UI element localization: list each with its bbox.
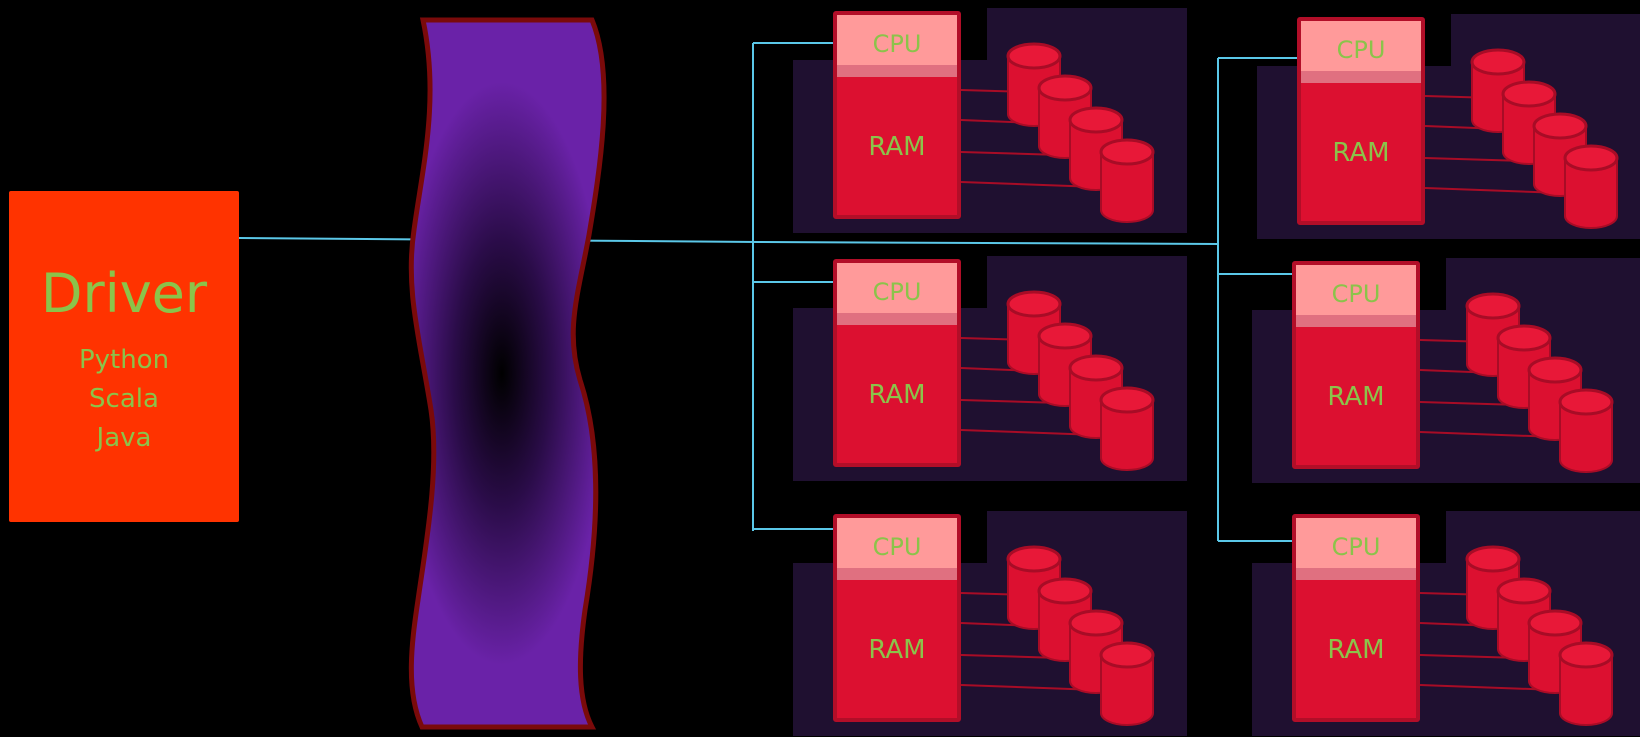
ram-label: RAM xyxy=(868,132,926,162)
compute-chip: CPU RAM xyxy=(1297,17,1425,225)
cpu-divider xyxy=(1296,568,1416,580)
compute-chip: CPU RAM xyxy=(833,514,961,722)
cpu-label: CPU xyxy=(837,15,957,67)
cpu-label: CPU xyxy=(1296,265,1416,317)
cpu-label: CPU xyxy=(1301,21,1421,73)
cpu-divider xyxy=(837,65,957,77)
worker-node-2: CPU RAM xyxy=(1257,14,1640,239)
driver-language-python: Python xyxy=(78,345,170,375)
driver-languages: Python Scala Java xyxy=(9,341,239,458)
ram-label: RAM xyxy=(868,380,926,410)
compute-chip: CPU RAM xyxy=(1292,514,1420,722)
disk-icon xyxy=(1558,641,1614,726)
worker-node-1: CPU RAM xyxy=(793,8,1188,233)
disk-icon xyxy=(1099,641,1155,726)
cpu-divider xyxy=(1301,71,1421,83)
connector-line xyxy=(757,241,1219,245)
disk-stack xyxy=(1419,292,1614,473)
disk-icon xyxy=(1563,144,1619,229)
compute-chip: CPU RAM xyxy=(833,259,961,467)
ram-label: RAM xyxy=(1332,138,1390,168)
disk-stack xyxy=(960,42,1155,223)
compute-chip: CPU RAM xyxy=(833,11,961,219)
disk-icon xyxy=(1099,138,1155,223)
cpu-divider xyxy=(837,313,957,325)
worker-node-4: CPU RAM xyxy=(1252,258,1640,483)
cpu-divider xyxy=(837,568,957,580)
cpu-label: CPU xyxy=(1296,518,1416,570)
ram-label: RAM xyxy=(1327,382,1385,412)
driver-box: Driver Python Scala Java xyxy=(9,191,239,522)
disk-stack xyxy=(960,290,1155,471)
worker-node-3: CPU RAM xyxy=(793,256,1188,481)
disk-stack xyxy=(1424,48,1619,229)
ram-label: RAM xyxy=(1327,635,1385,665)
compute-chip: CPU RAM xyxy=(1292,261,1420,469)
driver-title: Driver xyxy=(40,262,208,325)
worker-node-5: CPU RAM xyxy=(793,511,1188,736)
driver-language-scala: Scala xyxy=(89,384,159,414)
cpu-label: CPU xyxy=(837,518,957,570)
disk-stack xyxy=(1419,545,1614,726)
ram-label: RAM xyxy=(868,635,926,665)
worker-node-6: CPU RAM xyxy=(1252,511,1640,736)
disk-stack xyxy=(960,545,1155,726)
disk-icon xyxy=(1099,386,1155,471)
cpu-divider xyxy=(1296,315,1416,327)
disk-icon xyxy=(1558,388,1614,473)
driver-language-java: Java xyxy=(96,423,152,453)
cpu-label: CPU xyxy=(837,263,957,315)
